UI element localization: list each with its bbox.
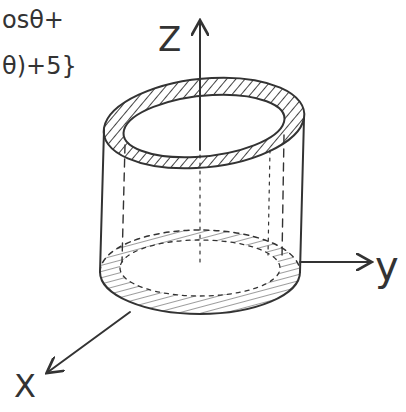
- axis-label: y: [375, 246, 399, 286]
- axis-label: X: [14, 370, 36, 402]
- formula-fragment: osθ+: [2, 8, 64, 32]
- formula-fragment: θ)+5}: [2, 54, 77, 78]
- axis-label: Z: [158, 22, 181, 56]
